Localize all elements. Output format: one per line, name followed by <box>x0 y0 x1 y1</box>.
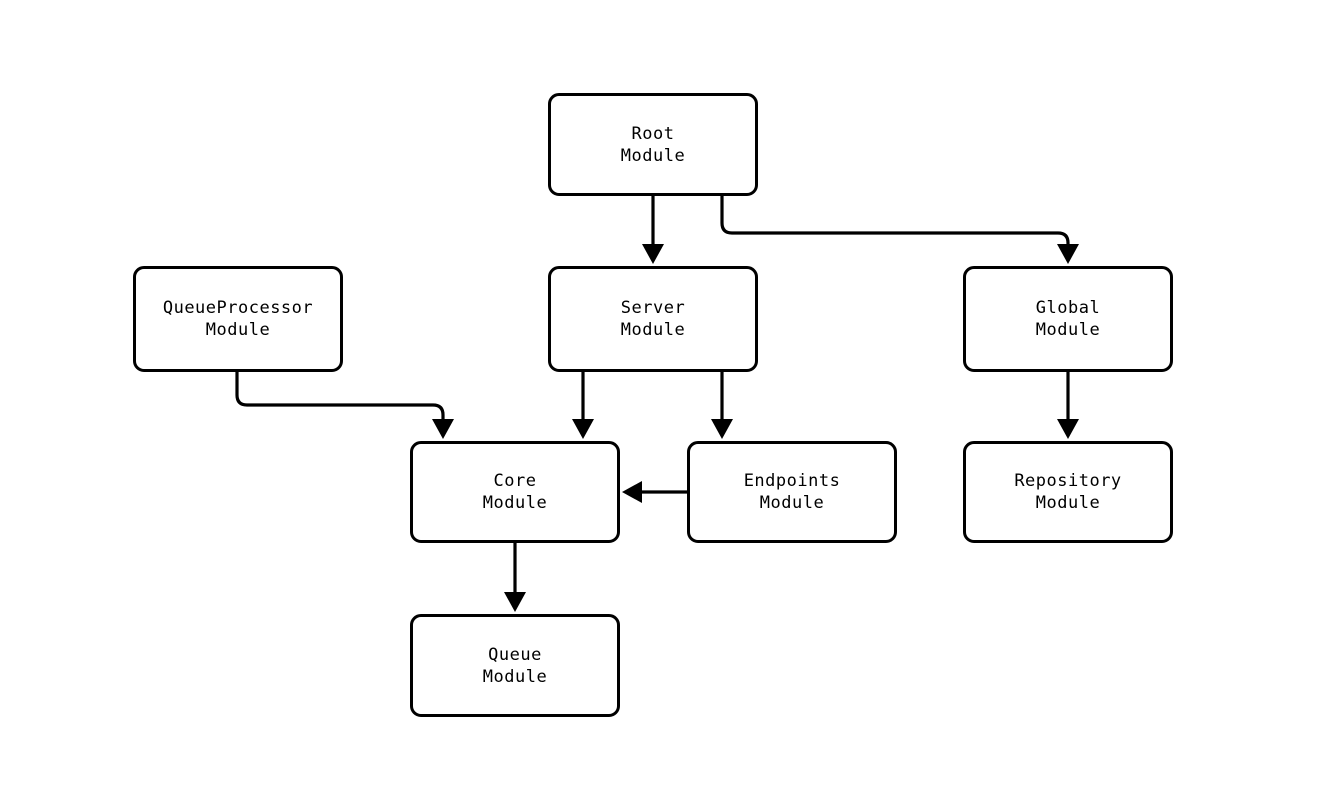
edge-arrowheads <box>432 244 1079 612</box>
node-label-primary: Endpoints <box>743 471 841 491</box>
node-label-primary: Server <box>620 298 686 318</box>
node-label-secondary: Module <box>482 493 548 513</box>
node-label-primary: QueueProcessor <box>162 298 314 318</box>
edge-root-to-global-arrowhead <box>1057 244 1079 264</box>
node-label-primary: Repository <box>1014 471 1122 491</box>
edge-queueprocessor-to-core-arrowhead <box>432 419 454 439</box>
node-label-secondary: Module <box>205 320 271 340</box>
edge-paths <box>235 196 1070 604</box>
node-label-secondary: Module <box>482 666 548 687</box>
node-label-primary: Core <box>493 471 537 491</box>
edge-core-to-queue-arrowhead <box>504 592 526 612</box>
node-label-secondary: Module <box>1035 493 1101 513</box>
edge-server-to-endpoints-arrowhead <box>711 419 733 439</box>
edge-server-to-core-arrowhead <box>572 419 594 439</box>
edge-endpoints-to-core-arrowhead <box>622 481 642 503</box>
node-label-primary: Root <box>631 123 675 144</box>
node-label-primary: Queue <box>488 644 542 665</box>
node-label-secondary: Module <box>759 493 825 513</box>
node-label-secondary: Module <box>620 145 686 166</box>
edge-global-to-repository-arrowhead <box>1057 419 1079 439</box>
edge-root-to-server-arrowhead <box>642 244 664 264</box>
edge-queueprocessor-to-core <box>235 372 445 431</box>
node-label-secondary: Module <box>620 320 686 340</box>
node-label-primary: Global <box>1035 298 1101 318</box>
edge-root-to-global <box>720 196 1070 256</box>
node-label-secondary: Module <box>1035 320 1101 340</box>
